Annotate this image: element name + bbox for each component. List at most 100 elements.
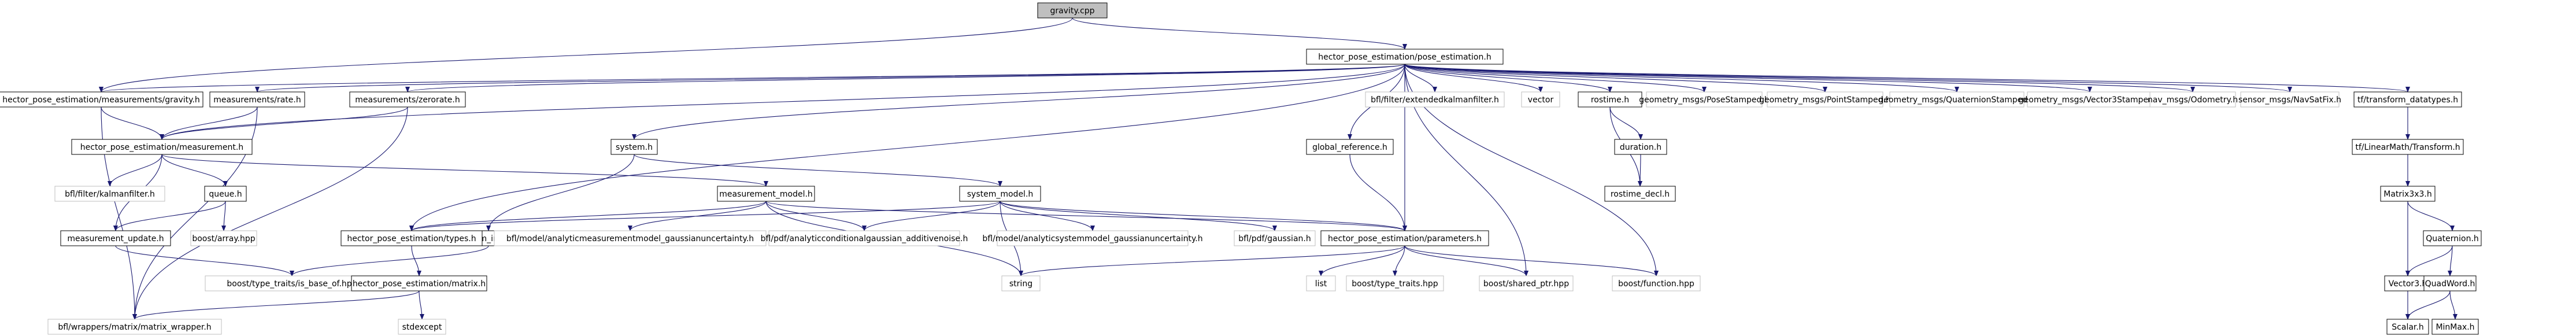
node-box <box>1646 91 1763 108</box>
node-nav-msgs-odometry-h[interactable]: nav_msgs/Odometry.h <box>2148 91 2238 108</box>
node-tf-transform-datatypes-h[interactable]: tf/transform_datatypes.h <box>2353 91 2462 108</box>
node-bfl-wrappers-matrix-matrix-wrapper-h[interactable]: bfl/wrappers/matrix/matrix_wrapper.h <box>47 319 222 335</box>
node-label: bfl/wrappers/matrix/matrix_wrapper.h <box>58 323 211 332</box>
edge-hector-pose-estimation-pose-estimation-h-to-geometry-msgs-quaternionstamped-h <box>1404 64 1959 93</box>
node-box <box>1604 186 1676 202</box>
node-bfl-pdf-analyticconditionalgaussian-additivenoise-h[interactable]: bfl/pdf/analyticconditionalgaussian_addi… <box>761 230 968 246</box>
node-scalar-h[interactable]: Scalar.h <box>2386 319 2429 335</box>
node-hector-pose-estimation-measurements-gravity-h[interactable]: hector_pose_estimation/measurements/grav… <box>0 91 203 108</box>
node-box <box>1479 275 1574 291</box>
node-boost-type-traits-hpp[interactable]: boost/type_traits.hpp <box>1346 275 1444 291</box>
node-label: Scalar.h <box>2392 323 2423 332</box>
node-label: boost/type_traits.hpp <box>1352 279 1438 289</box>
edge-hector-pose-estimation-pose-estimation-h-to-hector-pose-estimation-measurements-gravity-h <box>99 64 1405 93</box>
node-label: nav_msgs/Odometry.h <box>2148 95 2238 105</box>
node-sensor-msgs-navsatfix-h[interactable]: sensor_msgs/NavSatFix.h <box>2238 91 2341 108</box>
edge-measurements-rate-h-to-hector-pose-estimation-measurement-h <box>160 106 258 140</box>
node-measurement-update-h[interactable]: measurement_update.h <box>60 230 171 246</box>
node-bfl-pdf-gaussian-h[interactable]: bfl/pdf/gaussian.h <box>1234 230 1316 246</box>
node-measurement-model-h[interactable]: measurement_model.h <box>717 186 815 202</box>
node-label: list <box>1315 279 1327 289</box>
node-box <box>959 186 1041 202</box>
edge-system-model-h-to-bfl-pdf-gaussian-h <box>1000 201 1277 231</box>
node-label: hector_pose_estimation/measurements/grav… <box>2 95 200 105</box>
node-box <box>1037 2 1108 19</box>
node-label: stdexcept <box>402 323 442 332</box>
node-quaternion-h[interactable]: Quaternion.h <box>2423 230 2482 246</box>
node-label: bfl/model/analyticmeasurementmodel_gauss… <box>506 234 754 243</box>
node-box <box>1306 139 1394 155</box>
node-matrix3x3-h[interactable]: Matrix3x3.h <box>2380 186 2436 202</box>
node-boost-array-hpp[interactable]: boost/array.hpp <box>190 230 257 246</box>
node-label: geometry_msgs/PoseStamped.h <box>1639 95 1769 105</box>
node-boost-shared-ptr-hpp[interactable]: boost/shared_ptr.hpp <box>1479 275 1574 291</box>
node-boost-type-traits-is-base-of-hpp[interactable]: boost/type_traits/is_base_of.hpp <box>205 275 379 291</box>
edge-system-input-h-to-boost-type-traits-is-base-of-hpp <box>290 245 489 276</box>
node-box <box>47 319 222 335</box>
node-vector3-h[interactable]: Vector3.h <box>2384 275 2431 291</box>
node-vector[interactable]: vector <box>1521 91 1560 108</box>
node-box <box>2027 91 2153 108</box>
node-bfl-filter-extendedkalmanfilter-h[interactable]: bfl/filter/extendedkalmanfilter.h <box>1365 91 1505 108</box>
node-hector-pose-estimation-matrix-h[interactable]: hector_pose_estimation/matrix.h <box>351 275 487 291</box>
node-global-reference-h[interactable]: global_reference.h <box>1306 139 1394 155</box>
edge-hector-pose-estimation-measurements-gravity-h-to-hector-pose-estimation-measurement-h <box>101 106 164 140</box>
node-rostime-decl-h[interactable]: rostime_decl.h <box>1604 186 1676 202</box>
edge-global-reference-h-to-hector-pose-estimation-parameters-h <box>1349 154 1407 231</box>
node-system-model-h[interactable]: system_model.h <box>959 186 1041 202</box>
node-label: hector_pose_estimation/measurement.h <box>80 143 243 152</box>
node-bfl-filter-kalmanfilter-h[interactable]: bfl/filter/kalmanfilter.h <box>54 186 165 202</box>
edge-duration-h-to-rostime-decl-h <box>1638 154 1643 187</box>
node-hector-pose-estimation-parameters-h[interactable]: hector_pose_estimation/parameters.h <box>1320 230 1489 246</box>
node-boost-function-hpp[interactable]: boost/function.hpp <box>1612 275 1701 291</box>
node-measurements-zerorate-h[interactable]: measurements/zerorate.h <box>349 91 466 108</box>
node-box <box>204 186 247 202</box>
node-box <box>351 275 487 291</box>
node-queue-h[interactable]: queue.h <box>204 186 247 202</box>
node-bfl-model-analyticsystemmodel-gaussianuncertainty-h[interactable]: bfl/model/analyticsystemmodel_gaussianun… <box>982 230 1203 246</box>
edge-measurements-zerorate-h-to-hector-pose-estimation-measurement-h <box>160 106 408 140</box>
edge-hector-pose-estimation-parameters-h-to-boost-type-traits-hpp <box>1393 245 1405 276</box>
node-geometry-msgs-pointstamped-h[interactable]: geometry_msgs/PointStamped.h <box>1759 91 1891 108</box>
node-label: Quaternion.h <box>2426 234 2479 243</box>
node-label: string <box>1009 279 1032 289</box>
edge-hector-pose-estimation-pose-estimation-h-to-nav-msgs-odometry-h <box>1404 64 2195 93</box>
node-label: measurements/zerorate.h <box>355 95 460 105</box>
node-box <box>2423 230 2482 246</box>
node-gravity-cpp[interactable]: gravity.cpp <box>1037 2 1108 19</box>
node-label: hector_pose_estimation/parameters.h <box>1328 234 1482 243</box>
node-box <box>2386 319 2429 335</box>
edge-gravity-cpp-to-hector-pose-estimation-measurements-gravity-h <box>99 17 1073 93</box>
node-rostime-h[interactable]: rostime.h <box>1578 91 1642 108</box>
node-geometry-msgs-posestamped-h[interactable]: geometry_msgs/PoseStamped.h <box>1639 91 1770 108</box>
node-label: bfl/filter/kalmanfilter.h <box>65 190 155 199</box>
node-stdexcept[interactable]: stdexcept <box>398 319 446 335</box>
node-list[interactable]: list <box>1306 275 1336 291</box>
node-tf-linearmath-transform-h[interactable]: tf/LinearMath/Transform.h <box>2352 139 2464 155</box>
node-box <box>1320 230 1489 246</box>
node-geometry-msgs-vector3stamped-h[interactable]: geometry_msgs/Vector3Stamped.h <box>2019 91 2162 108</box>
node-string[interactable]: string <box>1001 275 1041 291</box>
node-box <box>1306 275 1336 291</box>
edge-queue-h-to-measurement-update-h <box>113 201 226 231</box>
node-box <box>1346 275 1444 291</box>
edge-hector-pose-estimation-measurement-h-to-measurement-model-h <box>161 154 768 187</box>
node-quadword-h[interactable]: QuadWord.h <box>2423 275 2477 291</box>
node-system-h[interactable]: system.h <box>610 139 658 155</box>
edge-quadword-h-to-scalar-h <box>2405 290 2451 320</box>
edge-hector-pose-estimation-pose-estimation-h-to-vector <box>1404 64 1543 93</box>
node-minmax-h[interactable]: MinMax.h <box>2431 319 2479 335</box>
node-geometry-msgs-quaternionstamped-h[interactable]: geometry_msgs/QuaternionStamped.h <box>1878 91 2035 108</box>
node-measurements-rate-h[interactable]: measurements/rate.h <box>209 91 305 108</box>
edges-layer <box>99 17 2457 320</box>
node-label: hector_pose_estimation/pose_estimation.h <box>1318 53 1491 62</box>
node-label: QuadWord.h <box>2425 279 2475 289</box>
nodes-layer: gravity.cpp hector_pose_estimation/pose_e… <box>0 2 2482 335</box>
node-duration-h[interactable]: duration.h <box>1614 139 1667 155</box>
edge-hector-pose-estimation-matrix-h-to-stdexcept <box>419 290 424 320</box>
node-box <box>1521 91 1560 108</box>
node-hector-pose-estimation-measurement-h[interactable]: hector_pose_estimation/measurement.h <box>71 139 253 155</box>
node-hector-pose-estimation-types-h[interactable]: hector_pose_estimation/types.h <box>340 230 483 246</box>
node-bfl-model-analyticmeasurementmodel-gaussianuncertainty-h[interactable]: bfl/model/analyticmeasurementmodel_gauss… <box>494 230 767 246</box>
node-hector-pose-estimation-pose-estimation-h[interactable]: hector_pose_estimation/pose_estimation.h <box>1306 49 1504 65</box>
